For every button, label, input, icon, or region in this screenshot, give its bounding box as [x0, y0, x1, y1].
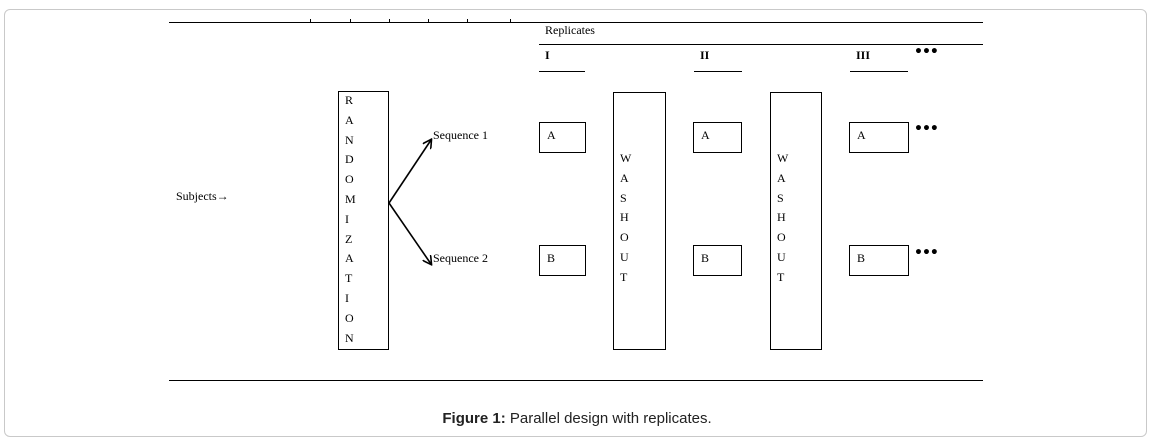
- washout-letter: O: [620, 230, 629, 245]
- randomization-letter: D: [345, 152, 354, 167]
- washout-letter: O: [777, 230, 786, 245]
- randomization-letter: A: [345, 251, 354, 266]
- rule-tick: [350, 19, 351, 22]
- randomization-box: R A N D O M I Z A T I O N: [338, 91, 389, 350]
- washout-box-1: W A S H O U T: [613, 92, 666, 350]
- replicate-underline-1: [539, 71, 585, 72]
- treatment-cell-b-rep3: B: [849, 245, 909, 276]
- ellipsis-header: •••: [914, 44, 939, 60]
- replicate-underline-2: [694, 71, 742, 72]
- rule-tick: [389, 19, 390, 22]
- washout-letter: W: [620, 151, 632, 165]
- rule-tick: [467, 19, 468, 22]
- sequence-2-label: Sequence 2: [433, 251, 488, 265]
- washout-letter: S: [620, 190, 627, 205]
- washout-letter: T: [620, 269, 628, 284]
- rule-tick: [310, 19, 311, 22]
- treatment-cell-a-rep1: A: [539, 122, 586, 153]
- washout-letter: S: [777, 190, 784, 205]
- randomization-letter: I: [345, 211, 349, 226]
- washout-letter: H: [620, 210, 629, 225]
- washout-letter: A: [620, 170, 629, 185]
- ellipsis-sequence-1: •••: [914, 121, 939, 137]
- replicates-rule: [539, 44, 983, 45]
- figure-caption: Figure 1: Parallel design with replicate…: [0, 410, 1154, 427]
- rule-tick: [510, 19, 511, 22]
- treatment-cell-a-rep2: A: [693, 122, 742, 153]
- washout-box-2: W A S H O U T: [770, 92, 822, 350]
- washout-letter: W: [777, 151, 789, 165]
- washout-letter: U: [777, 249, 786, 264]
- randomization-letter: O: [345, 172, 354, 187]
- treatment-label: B: [547, 251, 556, 265]
- replicate-label-2: II: [700, 48, 710, 62]
- washout-letter: H: [777, 210, 786, 225]
- randomization-letter: O: [345, 310, 354, 325]
- subjects-label: Subjects→: [176, 189, 229, 203]
- randomization-letter: N: [345, 330, 354, 345]
- randomization-letter: T: [345, 271, 353, 286]
- randomization-letter: N: [345, 132, 354, 147]
- treatment-cell-a-rep3: A: [849, 122, 909, 153]
- sequence-1-label: Sequence 1: [433, 128, 488, 142]
- top-rule: [169, 22, 983, 23]
- treatment-label: B: [857, 251, 866, 265]
- washout-letter: T: [777, 269, 785, 284]
- treatment-label: B: [701, 251, 710, 265]
- treatment-label: A: [701, 128, 710, 142]
- caption-prefix: Figure 1:: [442, 410, 506, 427]
- treatment-label: A: [857, 128, 866, 142]
- rule-tick: [428, 19, 429, 22]
- bottom-rule: [169, 380, 983, 381]
- treatment-cell-b-rep1: B: [539, 245, 586, 276]
- arrow-to-sequence-2: [388, 202, 431, 264]
- replicate-label-3: III: [856, 48, 871, 62]
- figure-frame: [4, 9, 1147, 437]
- washout-letters: W A S H O U T: [620, 149, 665, 288]
- washout-letters: W A S H O U T: [777, 149, 821, 288]
- randomization-letters: R A N D O M I Z A T I O N: [345, 91, 388, 348]
- randomization-letter: R: [345, 93, 354, 107]
- replicates-header: Replicates: [545, 23, 595, 37]
- replicate-label-1: I: [545, 48, 550, 62]
- randomization-letter: A: [345, 112, 354, 127]
- randomization-letter: M: [345, 191, 356, 206]
- treatment-label: A: [547, 128, 556, 142]
- ellipsis-sequence-2: •••: [914, 245, 939, 261]
- caption-text: Parallel design with replicates.: [505, 410, 712, 427]
- washout-letter: A: [777, 170, 786, 185]
- replicate-underline-3: [850, 71, 908, 72]
- arrow-to-sequence-1: [388, 140, 431, 204]
- randomization-letter: Z: [345, 231, 353, 246]
- randomization-letter: I: [345, 290, 349, 305]
- treatment-cell-b-rep2: B: [693, 245, 742, 276]
- washout-letter: U: [620, 249, 629, 264]
